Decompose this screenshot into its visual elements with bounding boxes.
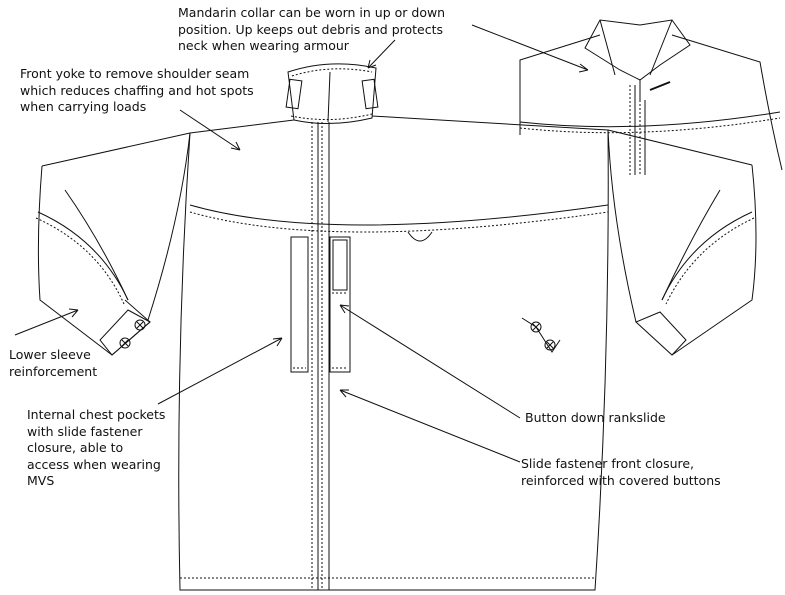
annotation-line: which reduces chaffing and hot spots [20,82,254,98]
annotation-line: when carrying loads [20,99,147,114]
pockets-annotation: Internal chest pockets with slide fasten… [27,407,165,490]
annotation-line: Slide fastener front closure, [521,456,695,471]
yoke-annotation: Front yoke to remove shoulder seam which… [20,66,254,116]
annotation-line: Button down rankslide [525,410,666,425]
rankslide-annotation: Button down rankslide [525,410,666,427]
annotation-line: Front yoke to remove shoulder seam [20,66,250,81]
cuff-buttons [119,317,561,353]
collar-annotation: Mandarin collar can be worn in up or dow… [178,5,445,55]
annotation-line: closure, able to [27,440,124,455]
annotation-line: MVS [27,473,55,488]
annotation-line: with slide fastener [27,423,143,439]
jacket-body [35,63,757,591]
annotation-line: access when wearing [27,456,161,472]
sleeve-annotation: Lower sleeve reinforcement [9,347,97,380]
closure-annotation: Slide fastener front closure, reinforced… [521,456,721,489]
annotation-line: reinforced with covered buttons [521,472,721,488]
collar-down-inset [519,19,783,175]
annotation-line: Internal chest pockets [27,407,166,422]
annotation-line: neck when wearing armour [178,38,349,53]
annotation-line: reinforcement [9,363,98,379]
annotation-line: position. Up keeps out debris and protec… [178,21,444,37]
leader-arrows [14,24,589,463]
annotation-line: Mandarin collar can be worn in up or dow… [178,5,446,20]
annotation-line: Lower sleeve [9,347,91,362]
